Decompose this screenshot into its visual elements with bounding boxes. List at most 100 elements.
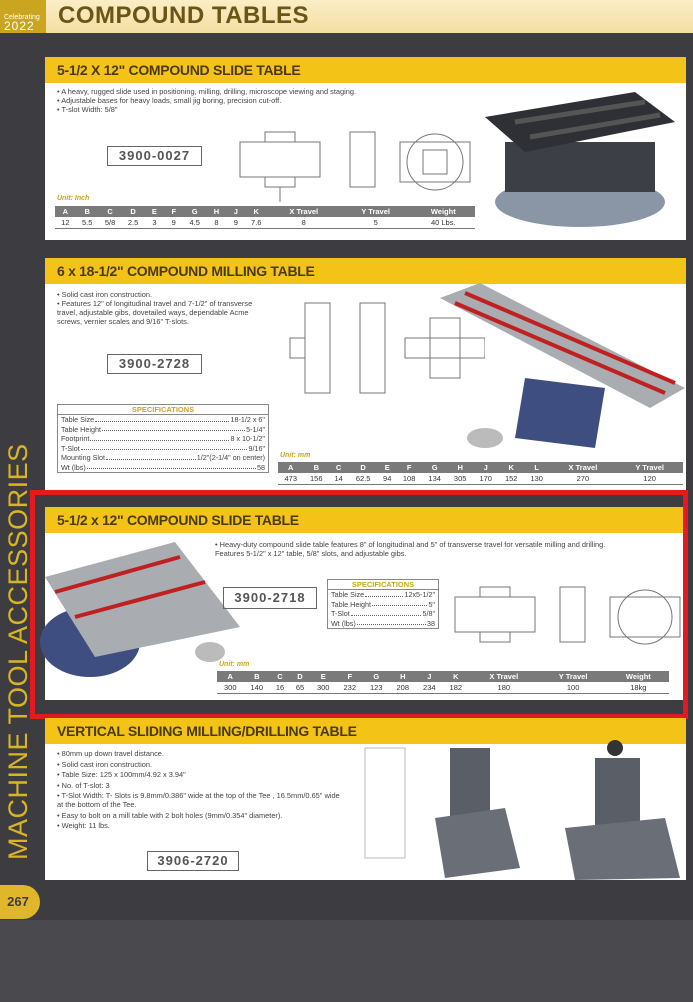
section-title: VERTICAL SLIDING MILLING/DRILLING TABLE [45, 718, 686, 744]
spec-label: Wt (lbs) [331, 618, 356, 628]
spec-value: 5-1/4" [246, 424, 265, 434]
bullet: Solid cast iron construction. [57, 760, 347, 769]
column-header: Y Travel [339, 206, 412, 217]
table-cell: 7.6 [244, 217, 268, 229]
product-code: 3900-2718 [223, 587, 317, 609]
table-cell: 300 [309, 682, 337, 694]
table-cell: 2.5 [121, 217, 145, 229]
table-cell: 9 [164, 217, 184, 229]
product-photo [440, 283, 685, 448]
spec-dots [365, 590, 404, 597]
column-header: A [217, 671, 244, 682]
column-header: H [206, 206, 227, 217]
column-header: G [183, 206, 207, 217]
spec-value: 5/8" [422, 609, 435, 618]
spec-label: Table Size [61, 415, 95, 424]
spec-dots [90, 434, 230, 441]
product-photo [40, 542, 240, 677]
column-header: L [523, 462, 550, 473]
spec-dots [356, 619, 426, 625]
section-title: 5-1/2 x 12" COMPOUND SLIDE TABLE [45, 507, 686, 533]
spec-dots [80, 444, 248, 450]
specs-title: SPECIFICATIONS [328, 580, 438, 590]
spec-label: Mounting Slot [61, 453, 105, 462]
column-header: B [75, 206, 99, 217]
column-header: F [396, 462, 422, 473]
table-cell: 5.5 [75, 217, 99, 229]
table-cell: 170 [472, 473, 499, 485]
table-cell: 62.5 [348, 473, 379, 485]
table-cell: 108 [396, 473, 422, 485]
spec-row: T-Slot 5/8" [328, 609, 438, 619]
table-cell: 473 [278, 473, 304, 485]
column-header: D [290, 671, 310, 682]
table-cell: 100 [538, 682, 608, 694]
bullet: Adjustable bases for heavy loads, small … [57, 96, 477, 105]
table-cell: 182 [442, 682, 470, 694]
column-header: A [278, 462, 304, 473]
product-section-3900-2728: 6 x 18-1/2" COMPOUND MILLING TABLE Solid… [45, 258, 686, 490]
table-cell: 40 Lbs. [411, 217, 475, 229]
column-header: F [164, 206, 184, 217]
bullet: A heavy, rugged slide used in positionin… [57, 87, 477, 96]
bullet: Heavy-duty compound slide table features… [215, 540, 635, 558]
page-footer-area [0, 920, 693, 1002]
spec-row: Wt (lbs)58 [58, 463, 268, 473]
product-code: 3906-2720 [147, 851, 239, 871]
bullet: T-Slot Width: T- Slots is 9.8mm/0.386" w… [57, 791, 347, 809]
table-cell: 120 [616, 473, 683, 485]
column-header: J [226, 206, 245, 217]
column-header: Y Travel [616, 462, 683, 473]
product-section-3906-2720: VERTICAL SLIDING MILLING/DRILLING TABLE … [45, 718, 686, 880]
spec-dots [371, 600, 428, 606]
column-header: Weight [607, 671, 669, 682]
spec-dots [350, 609, 422, 616]
column-header: C [270, 671, 290, 682]
bullet: Solid cast iron construction. [57, 290, 272, 299]
table-cell: 14 [329, 473, 349, 485]
spec-value: 12x5-1/2" [404, 590, 435, 599]
table-cell: 9 [226, 217, 245, 229]
column-header: Y Travel [538, 671, 608, 682]
spec-value: 9/16" [248, 443, 265, 453]
unit-label: Unit: mm [219, 661, 250, 668]
technical-drawing [454, 586, 681, 645]
table-cell: 12 [55, 217, 76, 229]
column-header: X Travel [549, 462, 617, 473]
table-cell: 8 [267, 217, 340, 229]
column-header: B [243, 671, 271, 682]
spec-dots [86, 463, 256, 469]
table-cell: 94 [378, 473, 397, 485]
table-cell: 234 [416, 682, 443, 694]
spec-label: T-Slot [331, 609, 350, 618]
column-header: F [336, 671, 363, 682]
column-header: K [498, 462, 524, 473]
spec-dots [95, 415, 230, 422]
technical-drawing [289, 302, 485, 394]
table-cell: 134 [421, 473, 448, 485]
column-header: E [378, 462, 397, 473]
table-cell: 4.5 [183, 217, 207, 229]
section-title: 5-1/2 X 12" COMPOUND SLIDE TABLE [45, 57, 686, 83]
page-title: COMPOUND TABLES [58, 2, 310, 29]
bullet: Table Size: 125 x 100mm/4.92 x 3.94" [57, 770, 347, 779]
unit-label: Unit: mm [280, 452, 311, 459]
spec-value: 38 [427, 618, 435, 628]
product-section-3900-0027: 5-1/2 X 12" COMPOUND SLIDE TABLE A heavy… [45, 57, 686, 240]
table-cell: 232 [336, 682, 363, 694]
table-cell: 156 [303, 473, 330, 485]
bullet: Weight: 11 lbs. [57, 821, 347, 830]
table-cell: 3 [144, 217, 165, 229]
column-header: X Travel [267, 206, 340, 217]
table-cell: 300 [217, 682, 244, 694]
bullet: Features 12" of longitudinal travel and … [57, 299, 272, 326]
product-section-3900-2718: 5-1/2 x 12" COMPOUND SLIDE TABLE Heavy-d… [40, 507, 686, 700]
column-header: K [244, 206, 268, 217]
column-header: C [329, 462, 349, 473]
product-code: 3900-2728 [107, 354, 202, 374]
